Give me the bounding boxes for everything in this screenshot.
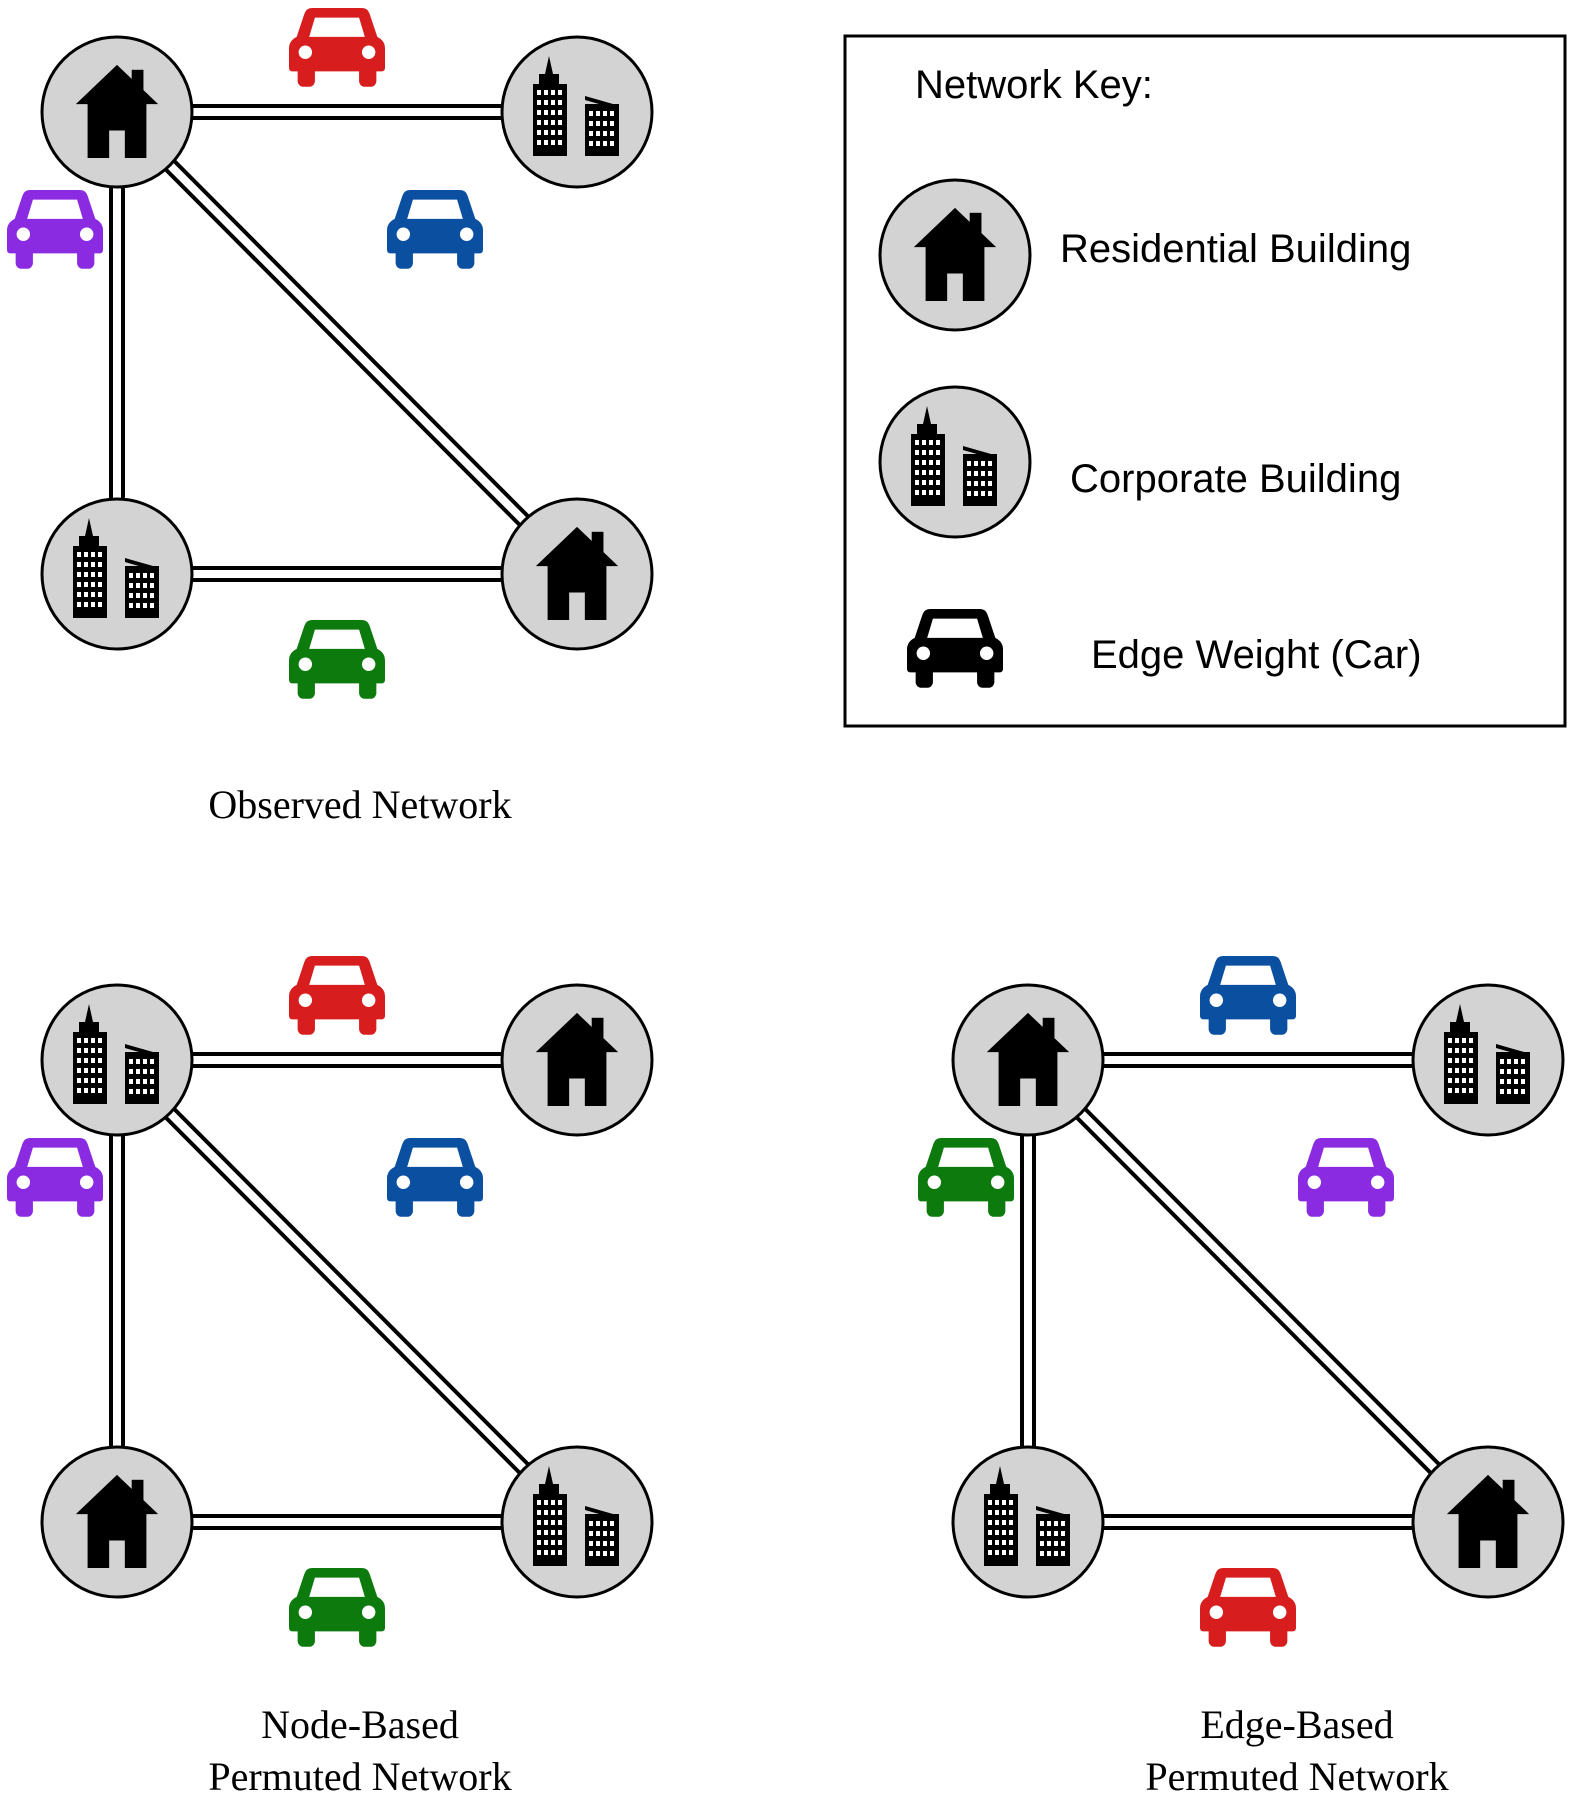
node-permuted-node-top-left [40, 983, 194, 1137]
edge-permuted-node-top-left [951, 983, 1105, 1137]
edge-permuted-car-diagonal-purple [1298, 1138, 1394, 1217]
node-permuted-node-bottom-right [500, 1445, 654, 1599]
edge-permuted-node-bottom-right [1411, 1445, 1565, 1599]
edge-permuted-car-bottom-red [1200, 1568, 1296, 1647]
node-permuted-car-top-red [289, 956, 385, 1035]
edge-permuted-title-line2: Permuted Network [1145, 1754, 1448, 1799]
observed-node-top-right [500, 35, 654, 189]
node-permuted-edge-diagonal [111, 1054, 583, 1528]
edge-permuted-car-left-green [918, 1138, 1014, 1217]
node-permuted-node-top-right [500, 983, 654, 1137]
edge-permuted-title-line1: Edge-Based [1200, 1702, 1393, 1747]
node-permuted-car-bottom-green [289, 1568, 385, 1647]
node-permuted-car-left-purple [7, 1138, 103, 1217]
network-key: Network Key: Residential Building Corpor… [843, 34, 1567, 728]
node-permuted-title-line2: Permuted Network [208, 1754, 511, 1799]
observed-node-top-left [40, 35, 194, 189]
edge-permuted-node-bottom-left [951, 1445, 1105, 1599]
key-edge-weight-label: Edge Weight (Car) [1091, 633, 1422, 677]
network-key-border [843, 34, 1567, 728]
edge-permuted-edge-diagonal [1022, 1054, 1494, 1528]
key-residential-label: Residential Building [1060, 227, 1411, 271]
key-corporate-label: Corporate Building [1070, 457, 1401, 501]
edge-permuted-car-top-blue [1200, 956, 1296, 1035]
key-residential-node [878, 178, 1032, 332]
edges-layer [109, 104, 1494, 1530]
observed-edge-diagonal [111, 106, 583, 580]
observed-network-title: Observed Network [208, 782, 511, 827]
node-permuted-node-bottom-left [40, 1445, 194, 1599]
observed-car-left-purple [7, 190, 103, 269]
node-permuted-title-line1: Node-Based [261, 1702, 459, 1747]
observed-node-bottom-right [500, 497, 654, 651]
key-corporate-node [878, 385, 1032, 539]
observed-car-bottom-green [289, 620, 385, 699]
observed-car-top-red [289, 8, 385, 87]
nodes-layer [40, 35, 1565, 1599]
edge-permuted-node-top-right [1411, 983, 1565, 1137]
network-key-title: Network Key: [915, 63, 1153, 107]
observed-node-bottom-left [40, 497, 194, 651]
observed-car-diagonal-blue [387, 190, 483, 269]
node-permuted-car-diagonal-blue [387, 1138, 483, 1217]
